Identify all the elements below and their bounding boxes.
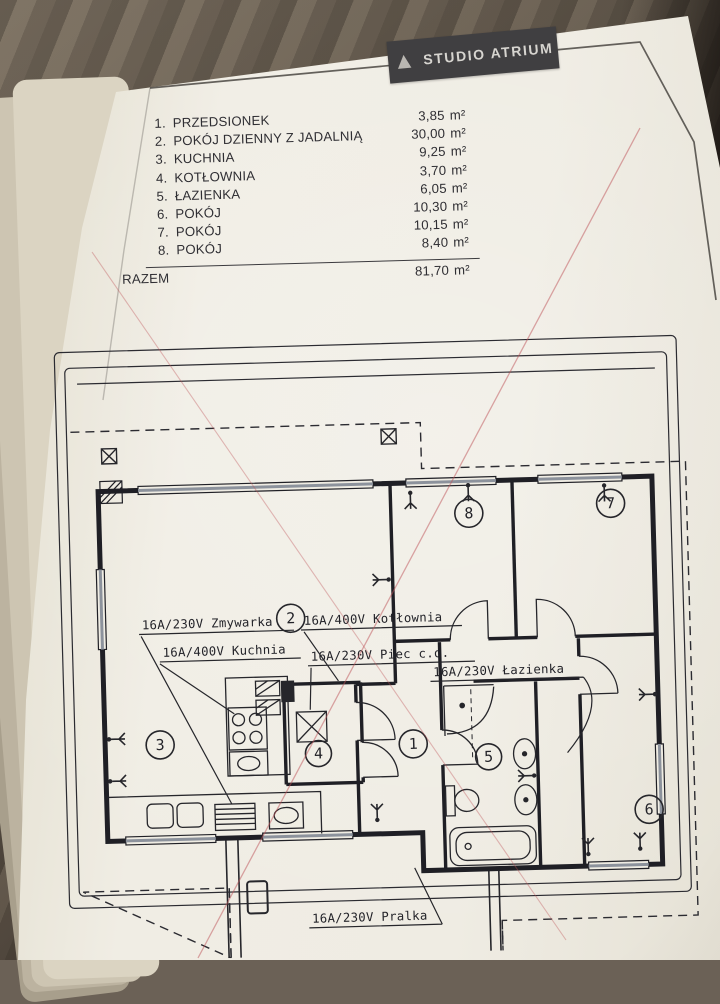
terrace — [225, 839, 502, 959]
room-number-3: 3 — [155, 736, 165, 754]
room-number-1: 1 — [408, 735, 418, 753]
plan-label-pralka: 16A/230V Pralka — [312, 909, 428, 926]
plan-label-kotlownia: 16A/400V Kotłownia — [304, 610, 443, 628]
socket-symbols — [105, 482, 659, 858]
chimney-block — [99, 480, 124, 505]
plan-label-piec: 16A/230V Piec c.o. — [311, 646, 450, 664]
kitchen-fixtures — [108, 675, 328, 834]
plan-label-zmywarka: 16A/230V Zmywarka — [142, 615, 273, 633]
room-number-5: 5 — [484, 748, 494, 766]
room-number-7: 7 — [606, 494, 616, 512]
column-marker-icon — [100, 447, 118, 465]
column-marker-icon — [380, 428, 398, 445]
plan-label-kuchnia: 16A/400V Kuchnia — [162, 642, 286, 659]
bathroom-fixtures — [442, 683, 538, 867]
room-number-8: 8 — [464, 504, 474, 522]
room-number-2: 2 — [286, 609, 296, 627]
room-number-4: 4 — [314, 744, 324, 762]
floor-plan-drawing: 16A/230V Zmywarka 16A/400V Kuchnia 16A/4… — [53, 334, 699, 960]
room-number-6: 6 — [644, 800, 654, 818]
plan-label-lazienka: 16A/230V Łazienka — [433, 662, 564, 680]
